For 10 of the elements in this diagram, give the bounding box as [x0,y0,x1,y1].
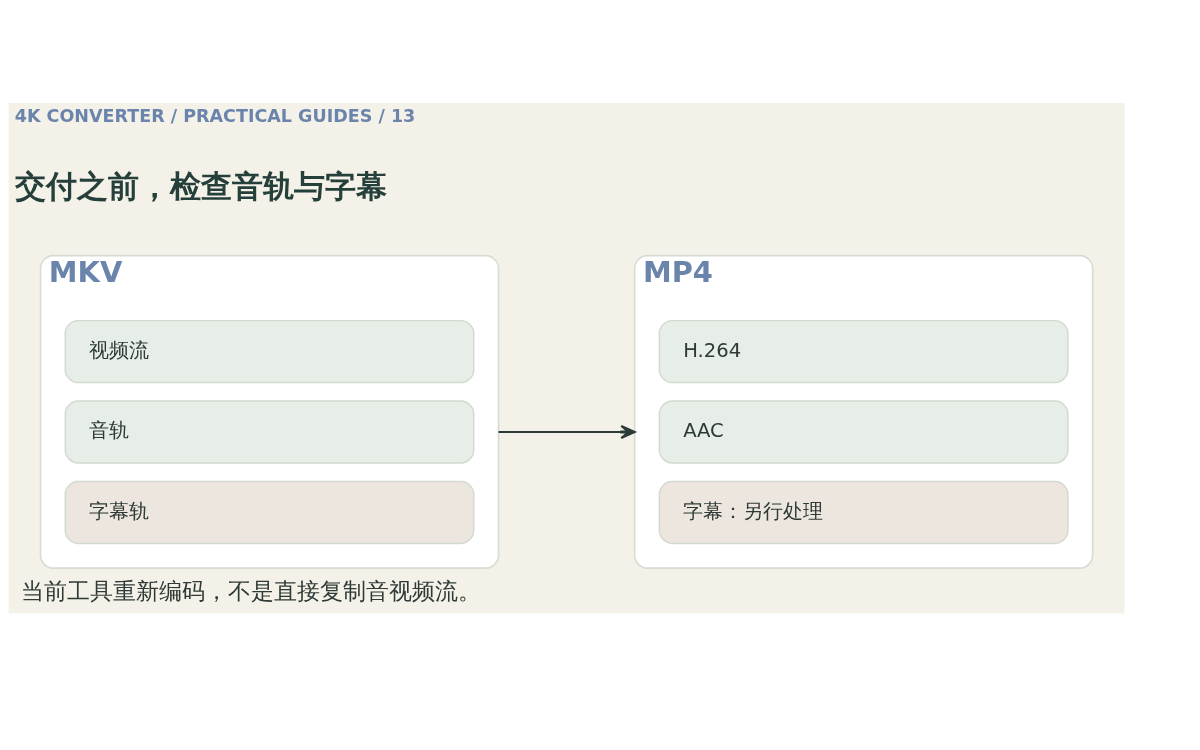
node-box: AAC [658,400,1069,464]
arrow [498,425,636,440]
caption: 当前工具重新编码，不是直接复制音视频流。 [20,577,481,604]
node-box: 字幕轨 [64,480,475,545]
node-box: 字幕：另行处理 [658,480,1069,545]
node-box: H.264 [658,319,1069,384]
node-box: 音轨 [64,400,475,464]
label: 4K CONVERTER / PRACTICAL GUIDES / 13 [14,106,416,127]
diagram-title: 交付之前，检查音轨与字幕 [14,167,387,204]
node-box: 视频流 [64,319,475,384]
